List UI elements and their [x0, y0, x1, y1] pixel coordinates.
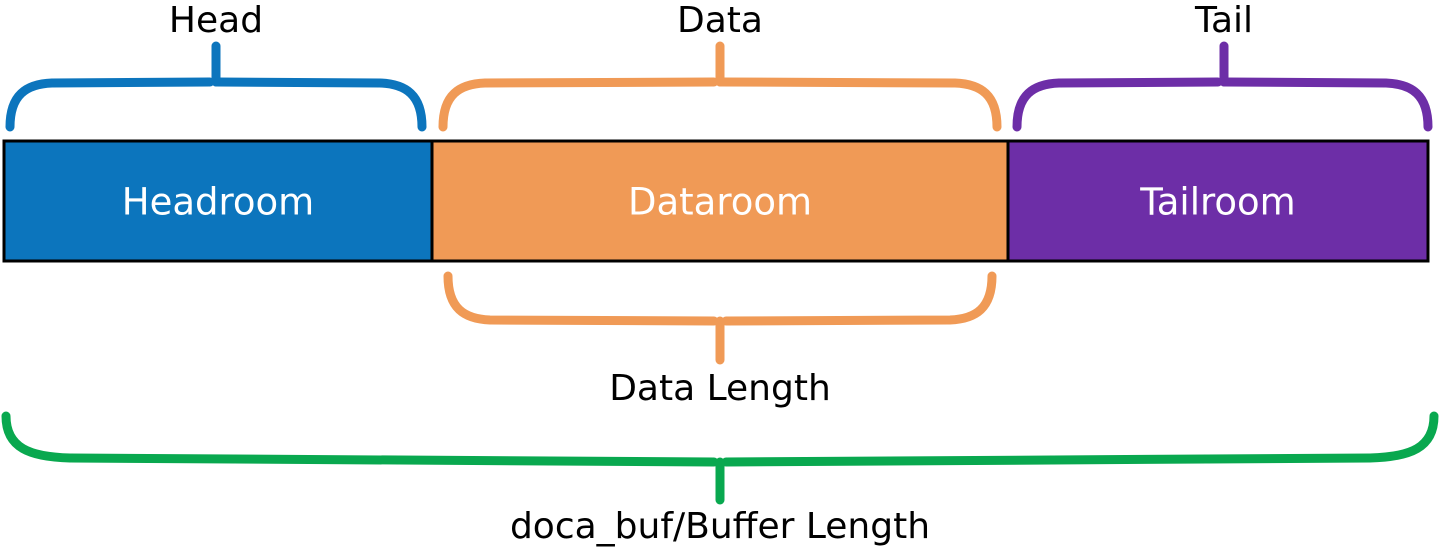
segment-tailroom-label: Tailroom [1139, 181, 1295, 224]
head-brace-path [5, 77, 427, 132]
top-brace-head [5, 41, 427, 132]
segment-tailroom [1006, 139, 1430, 263]
buffer-bar: Headroom Dataroom Tailroom [2, 139, 1430, 263]
buffer-length-label: doca_buf/Buffer Length [510, 506, 930, 547]
data-length-brace-path [443, 271, 997, 326]
top-brace-tail [1012, 41, 1433, 132]
top-brace-data [438, 41, 1002, 132]
bottom-brace-data-length [443, 271, 997, 365]
data-length-label: Data Length [609, 368, 831, 409]
segment-dataroom-label: Dataroom [628, 181, 812, 224]
data-brace-path [438, 77, 1002, 132]
tail-brace-path [1012, 77, 1433, 132]
buffer-length-brace-path [1, 411, 1439, 467]
segment-dataroom [430, 139, 1010, 263]
head-brace-label: Head [169, 0, 263, 41]
bottom-brace-buffer-length [1, 411, 1439, 505]
segment-headroom [2, 139, 434, 263]
tail-brace-label: Tail [1194, 0, 1253, 41]
data-brace-label: Data [677, 0, 763, 41]
segment-headroom-label: Headroom [122, 181, 314, 224]
